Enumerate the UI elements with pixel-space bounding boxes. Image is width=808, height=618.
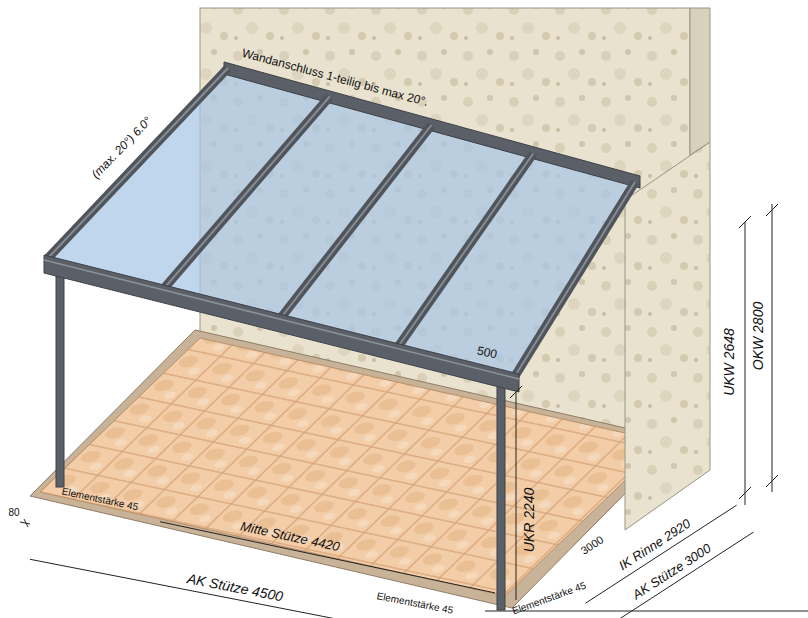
rafter <box>282 125 432 317</box>
rafter <box>48 68 228 258</box>
dimension-line <box>30 559 340 618</box>
rafter-highlight <box>282 125 432 317</box>
element-thickness: Elementstärke 45 <box>511 580 588 617</box>
dimension-line <box>585 505 736 603</box>
rafter <box>165 97 330 288</box>
dimension-tick <box>766 204 778 216</box>
pitch-note: (max. 20°) 6.0° <box>89 115 154 182</box>
rafter-highlight <box>165 97 330 288</box>
height-dimension: OKW 2800 <box>751 302 766 370</box>
wall-note: Wandanschluss 1-teilig bis max 20°. <box>240 47 429 110</box>
overhang-dimension: 500 <box>476 344 498 361</box>
height-dimension: UKW 2648 <box>722 328 737 396</box>
dimension-tick <box>739 487 751 499</box>
tiled-floor <box>40 338 665 596</box>
wall-profile <box>224 62 640 188</box>
dimension-line <box>602 532 753 618</box>
rafter <box>515 182 635 376</box>
dimension-tick <box>510 386 522 398</box>
rafter <box>398 154 533 347</box>
width-dimension: Mitte Stütze 4420 <box>239 519 341 554</box>
dimension-tick <box>766 475 778 487</box>
height-dimension: UKR 2240 <box>522 488 537 553</box>
side-wall <box>625 142 710 530</box>
frame-line <box>485 611 808 612</box>
gravel-border <box>30 330 678 608</box>
width-dimension: AK Stütze 4500 <box>186 571 284 605</box>
element-thickness: Elementstärke 45 <box>376 590 454 616</box>
gutter-highlight <box>44 260 519 379</box>
dimension-lines <box>20 204 778 618</box>
gutter <box>44 255 519 392</box>
dimension-line <box>20 522 30 524</box>
rafter-highlight <box>398 154 533 347</box>
dimension-line <box>772 204 773 492</box>
dimension-tick <box>24 519 28 527</box>
dimension-tick <box>739 216 751 228</box>
wall-edge <box>690 8 710 155</box>
dimension-line <box>745 222 746 505</box>
element-thickness: Elementstärke 45 <box>61 486 139 513</box>
rafter-highlight <box>515 182 635 376</box>
left-post <box>56 268 64 487</box>
rafter-highlight <box>48 68 228 258</box>
depth-dimension: 3000 <box>578 533 605 556</box>
dimension-line <box>516 392 517 600</box>
right-post <box>497 386 505 610</box>
offset-dimension: 80 <box>8 507 19 518</box>
